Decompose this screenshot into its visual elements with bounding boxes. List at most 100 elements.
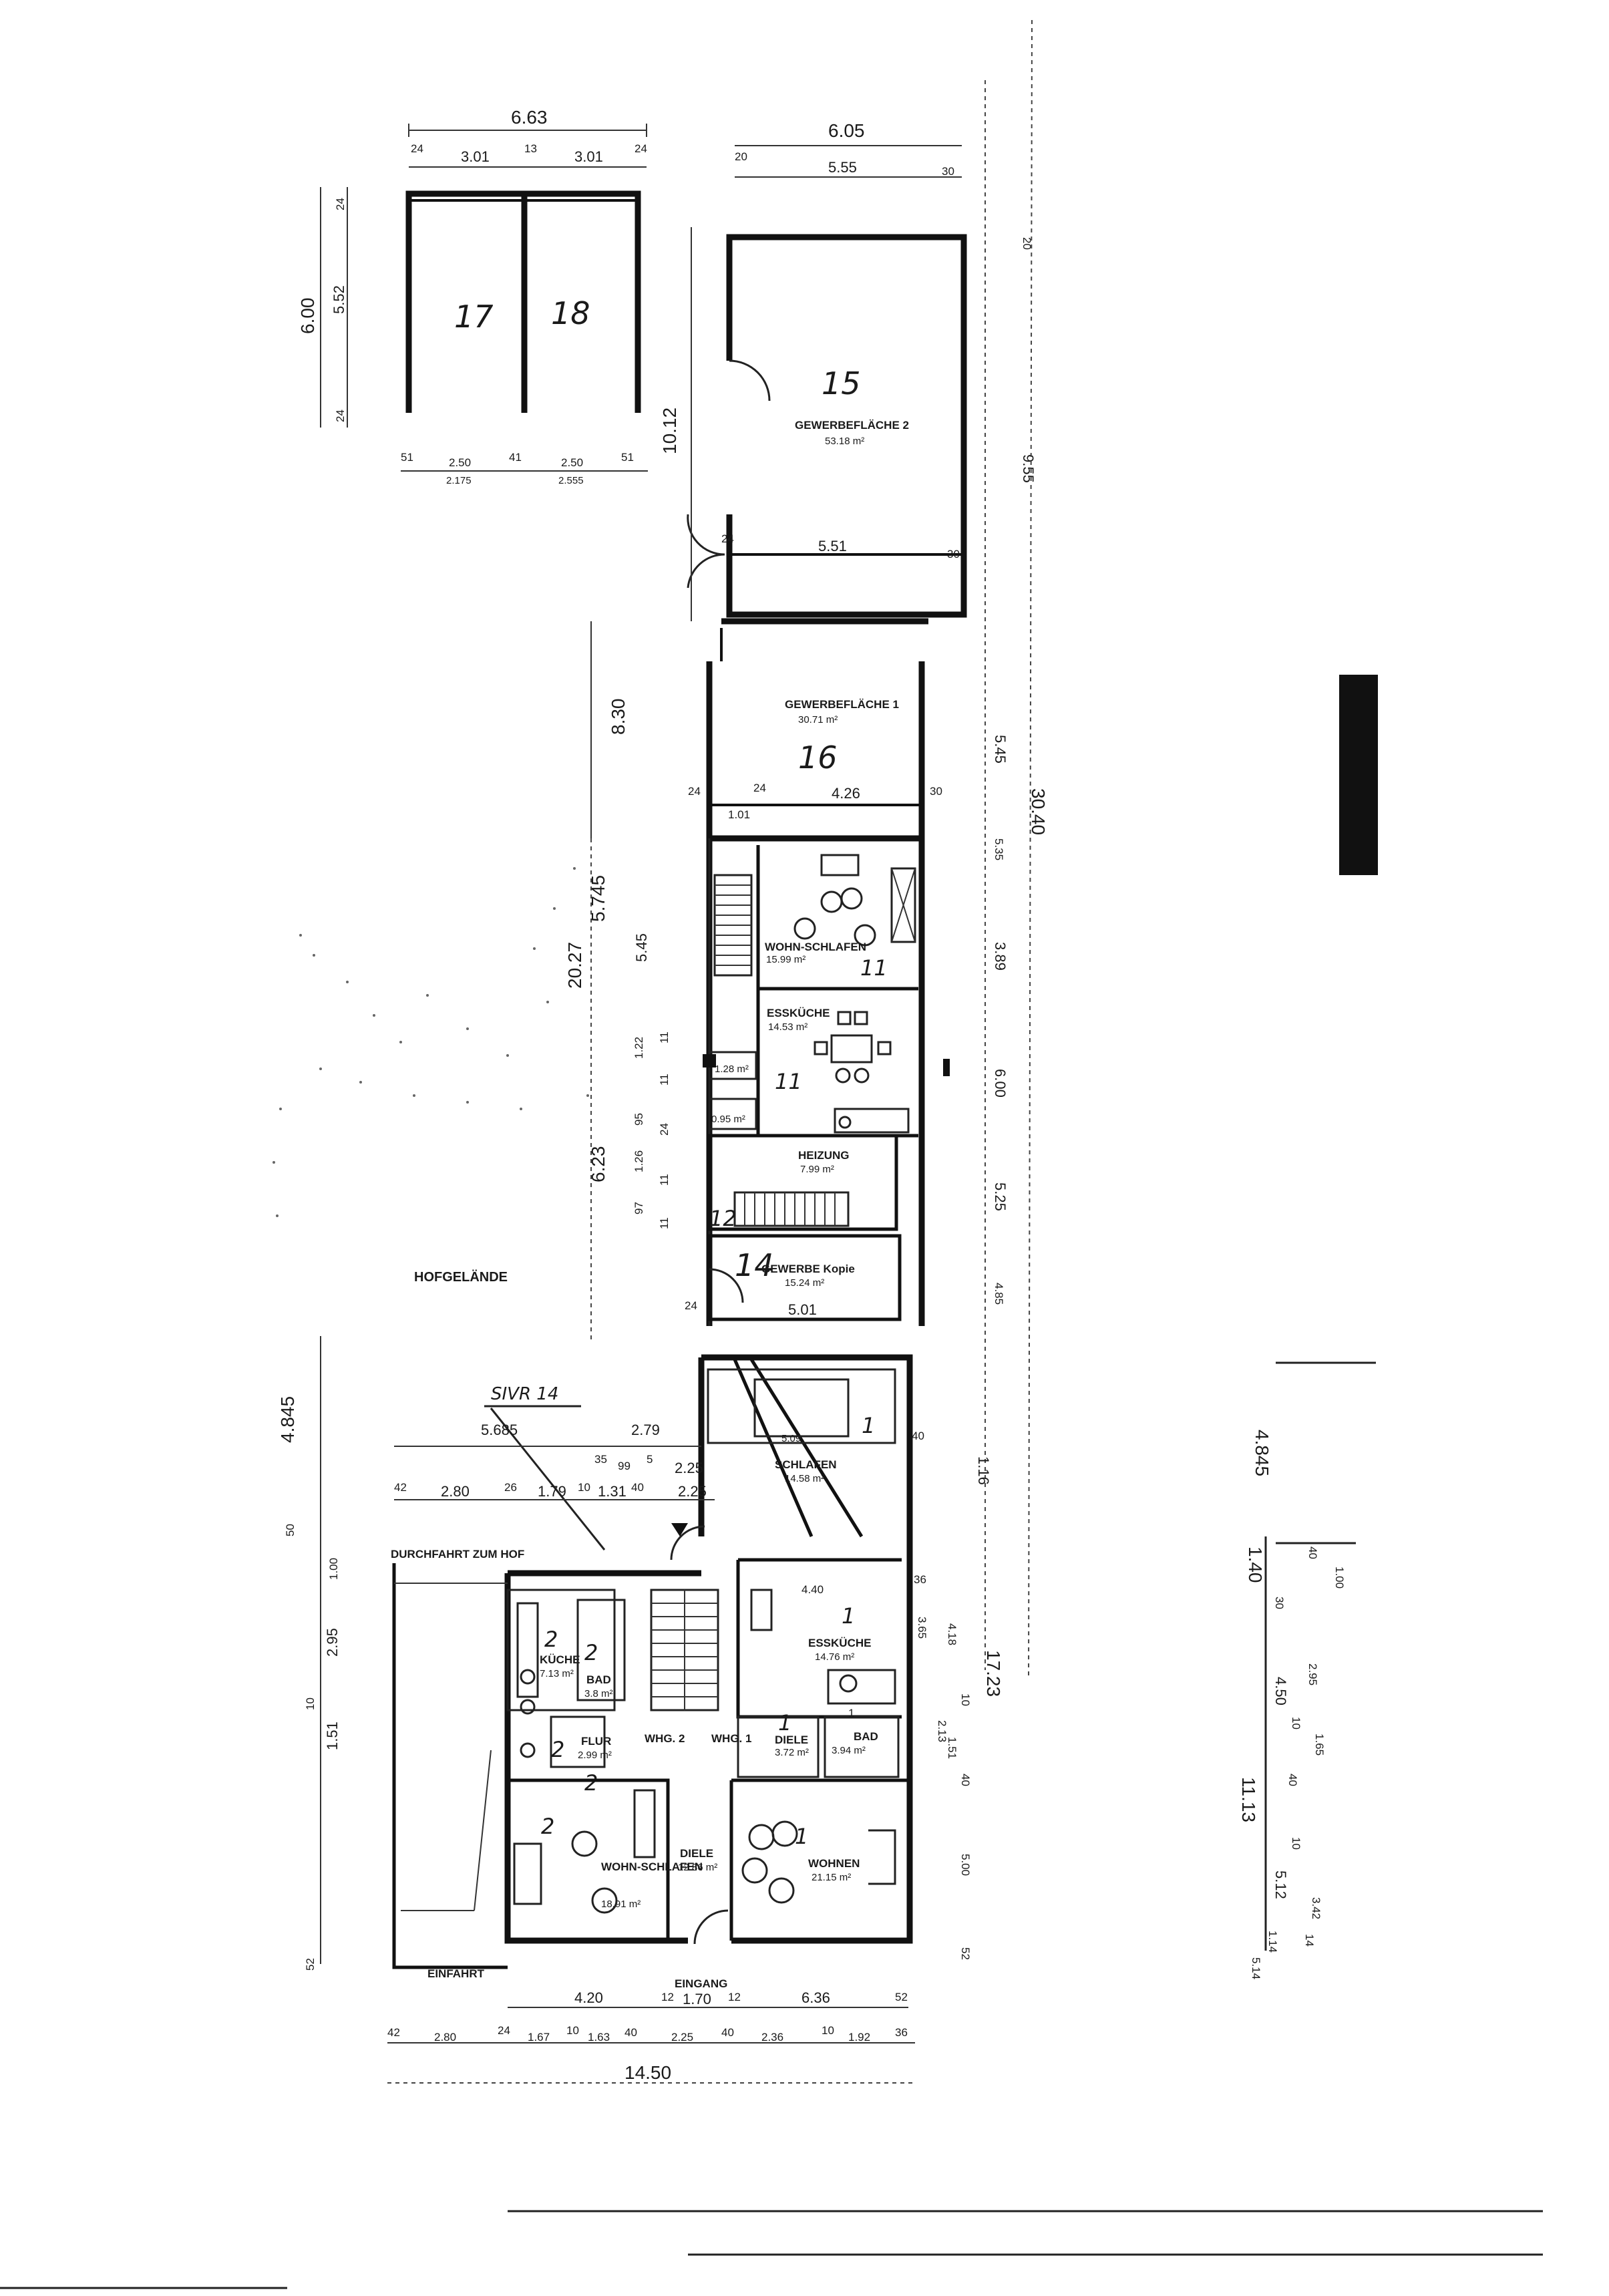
garage-dim-5: 24 [635, 142, 647, 155]
front-num-8: 2 [551, 1737, 564, 1762]
front-top-2a: 35 [594, 1453, 607, 1466]
front-staircase [650, 1589, 719, 1711]
middle-esskueche-name: ESSKÜCHE [767, 1007, 830, 1019]
front-bottom-2d: 1.67 [528, 2031, 550, 2043]
bad1-area: 3.94 m² [832, 1745, 866, 1756]
small-dim-4: 1.26 [633, 1150, 645, 1172]
flat1-label: WHG. 1 [711, 1732, 751, 1745]
heizung-name: HEIZUNG [798, 1149, 850, 1162]
kopie-width: 5.01 [788, 1301, 817, 1318]
front-num-7: 2 [584, 1640, 598, 1665]
side-g: 2.95 [1306, 1663, 1319, 1685]
drive-label: EINFAHRT [427, 1967, 485, 1980]
small-dim-8: 24 [658, 1123, 671, 1136]
esskueche1-name: ESSKÜCHE [808, 1637, 871, 1649]
front-right-8: 2.13 [936, 1720, 948, 1742]
commercial-area-2: 6.05 20 5.55 30 GEWERBEFLÄCHE 2 53.18 m²… [659, 120, 1037, 621]
middle-wohnschlafen-name: WOHN-SCHLAFEN [765, 941, 866, 953]
schlafen-area: 14.58 m² [785, 1473, 824, 1484]
front-bottom-2a: 42 [387, 2026, 400, 2039]
gewerbe1-dim-2: 24 [753, 782, 766, 794]
diele1-name: DIELE [775, 1734, 808, 1746]
front-bottom-1f: 52 [895, 1991, 908, 2003]
garage-dim-2: 3.01 [461, 148, 490, 165]
front-top-2d: 2.25 [675, 1460, 703, 1476]
front-top-3d: 1.79 [538, 1483, 566, 1500]
passage-label: DURCHFAHRT ZUM HOF [391, 1548, 524, 1561]
front-left-4: 2.95 [324, 1628, 341, 1657]
front-bottom-1a: 4.20 [574, 1989, 603, 2006]
front-right-12: 52 [959, 1947, 972, 1960]
front-top-3e: 10 [578, 1481, 590, 1494]
kopie-left: 24 [685, 1299, 697, 1312]
front-top-1b: 2.79 [631, 1422, 660, 1438]
kopie-area: 15.24 m² [785, 1277, 824, 1289]
gewerbe1-number: 16 [798, 740, 838, 776]
middle-wohnschlafen-area: 15.99 m² [766, 954, 806, 965]
side-q: 5.14 [1250, 1957, 1262, 1979]
middle-right-dim-4: 4.85 [993, 1283, 1005, 1305]
esskueche1-area: 14.76 m² [815, 1651, 854, 1663]
front-num-2: 1 [842, 1603, 855, 1629]
front-bottom-1c: 1.70 [683, 1991, 711, 2007]
gewerbe2-total-width: 6.05 [828, 120, 865, 141]
side-p: 14 [1303, 1934, 1316, 1947]
front-top-3g: 40 [631, 1481, 644, 1494]
overall-right-dim: 30.40 [1028, 788, 1049, 835]
small-dim-1: 11 [658, 1031, 671, 1043]
gewerbe1-area: 30.71 m² [798, 714, 838, 725]
front-bottom-2g: 40 [624, 2026, 637, 2039]
middle-section: WOHN-SCHLAFEN 15.99 m² 11 ESSKÜCHE 14.53… [564, 19, 1049, 1677]
front-bottom-2f: 1.63 [588, 2031, 610, 2043]
courtyard: HOFGELÄNDE [273, 675, 1378, 1285]
middle-right-dim-3: 5.25 [992, 1182, 1009, 1211]
garage-bottom-1: 51 [401, 451, 413, 464]
garages-total-width: 6.63 [511, 107, 548, 128]
middle-wc2-area: 0.95 m² [711, 1114, 745, 1125]
schlafen-name: SCHLAFEN [775, 1458, 837, 1471]
gewerbe2-right-top: 20 [1021, 237, 1033, 250]
middle-left-dim-1: 20.27 [564, 942, 585, 989]
gewerbe2-inner-2: 5.51 [818, 538, 847, 554]
front-bottom-2l: 1.92 [848, 2031, 870, 2043]
side-o: 1.14 [1266, 1931, 1279, 1953]
gewerbe2-area: 53.18 m² [825, 436, 864, 447]
kueche-area: 7.13 m² [540, 1668, 574, 1679]
side-e: 30 [1273, 1597, 1286, 1609]
gewerbe1-dim-4: 30 [930, 785, 942, 798]
front-bottom-2e: 10 [566, 2024, 579, 2037]
bad2-area: 3.8 m² [584, 1688, 613, 1699]
middle-unit-12: 12 [709, 1206, 737, 1231]
middle-left-dim-2: 5.745 [588, 875, 608, 922]
front-bottom-2m: 36 [895, 2026, 908, 2039]
front-left-2: 50 [284, 1524, 297, 1536]
side-f: 4.50 [1272, 1677, 1289, 1705]
side-j: 11.13 [1238, 1777, 1259, 1822]
front-right-10: 40 [959, 1774, 972, 1786]
front-bottom-1b: 12 [661, 1991, 674, 2003]
front-bottom-1e: 6.36 [801, 1989, 830, 2006]
gewerbe2-right-dim: 9.55 [1020, 454, 1037, 483]
front-num-1: 1 [862, 1413, 875, 1438]
garage-height-top: 24 [334, 198, 347, 210]
middle-esskueche-area: 14.53 m² [768, 1021, 808, 1033]
front-right-3: 36 [914, 1573, 926, 1586]
front-right-11: 5.00 [959, 1854, 972, 1876]
garage-height-total: 6.00 [297, 298, 318, 335]
front-bottom-2b: 2.80 [434, 2031, 456, 2043]
side-c: 40 [1306, 1546, 1319, 1559]
small-dim-7: 11 [658, 1217, 671, 1229]
front-num-4: 1 [795, 1824, 808, 1849]
wohnen-name: WOHNEN [808, 1857, 860, 1870]
gewerbe1-height: 8.30 [608, 699, 629, 735]
middle-left-dim-3: 5.45 [633, 933, 650, 962]
middle-unit-11a: 11 [860, 955, 888, 981]
front-top-3f: 1.31 [598, 1483, 627, 1500]
middle-right-dim-2: 6.00 [992, 1069, 1009, 1098]
gewerbe1-dim-1: 24 [688, 785, 701, 798]
front-top-2b: 99 [618, 1460, 631, 1472]
front-right-1: 40 [912, 1430, 924, 1442]
wohnschlafen2-name: WOHN-SCHLAFEN [601, 1860, 703, 1873]
garage-dim-3: 13 [524, 142, 537, 155]
